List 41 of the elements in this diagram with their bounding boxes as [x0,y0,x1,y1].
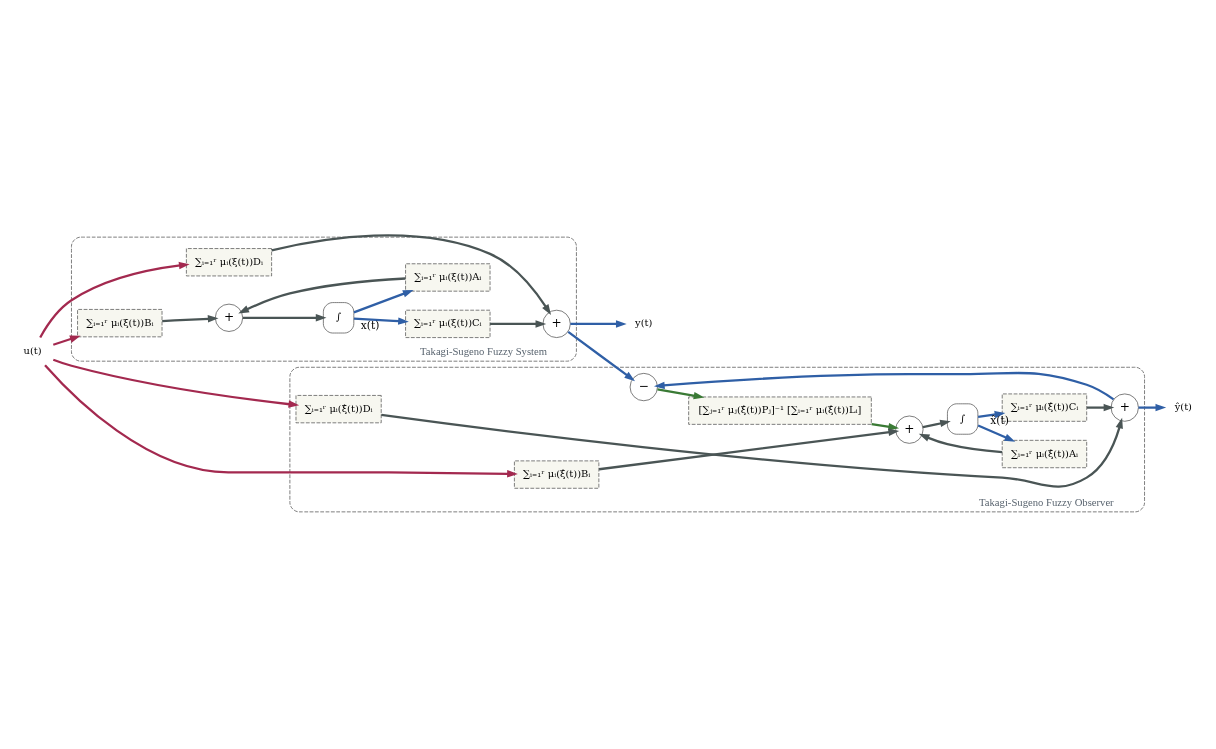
node-text: y(t) [635,317,653,329]
node-box: ∑ᵢ₌₁ʳ μᵢ(ξ̂(t))Aᵢ [1001,439,1088,469]
arrow [1138,403,1167,412]
node-box: ∑ᵢ₌₁ʳ μᵢ(ξ(t))Bᵢ [77,309,163,338]
arrow [657,388,705,400]
node-box: ∑ᵢ₌₁ʳ μᵢ(ξ(t))Aᵢ [405,263,491,292]
node-circle: − [629,373,658,402]
node-box: ∑ᵢ₌₁ʳ μᵢ(ξ(t))Cᵢ [405,309,491,338]
arrow [162,315,219,323]
arrow [353,290,414,314]
arrow [353,317,409,325]
arrow [242,314,327,322]
node-box: ∑ᵢ₌₁ʳ μᵢ(ξ̂(t))Dᵢ [295,395,382,424]
node-circle: + [895,415,924,444]
arrow [44,364,518,478]
node-text: ŷ(t) [1174,401,1192,413]
node-box: ∑ᵢ₌₁ʳ μᵢ(ξ(t))Dᵢ [186,248,272,277]
arrow [1086,403,1115,412]
arrow [52,358,300,408]
arrow [922,419,951,429]
arrow [570,320,627,328]
arrow [918,433,1003,454]
node-circle: + [1110,393,1139,422]
node-box: ∫ [323,302,355,334]
arrow [490,320,547,328]
arrow [52,335,81,346]
arrow [238,277,406,314]
arrow [654,371,1115,401]
node-box: [∑ⱼ₌₁ʳ μⱼ(ξ̂(t))Pⱼ]⁻¹ [∑ᵢ₌₁ʳ μᵢ(ξ̂(t))Lᵢ] [688,396,872,425]
node-text: u(t) [23,344,42,356]
arrow [871,423,900,431]
arrow [39,261,190,339]
arrow [598,428,900,471]
node-circle: + [542,309,571,338]
edge-label: x(t) [360,318,380,332]
arrow [567,330,636,382]
arrow [271,234,552,316]
arrow [977,424,1016,442]
node-box: ∑ᵢ₌₁ʳ μᵢ(ξ̂(t))Bᵢ [514,460,600,489]
node-box: ∫ [947,403,979,435]
node-circle: + [214,303,244,332]
